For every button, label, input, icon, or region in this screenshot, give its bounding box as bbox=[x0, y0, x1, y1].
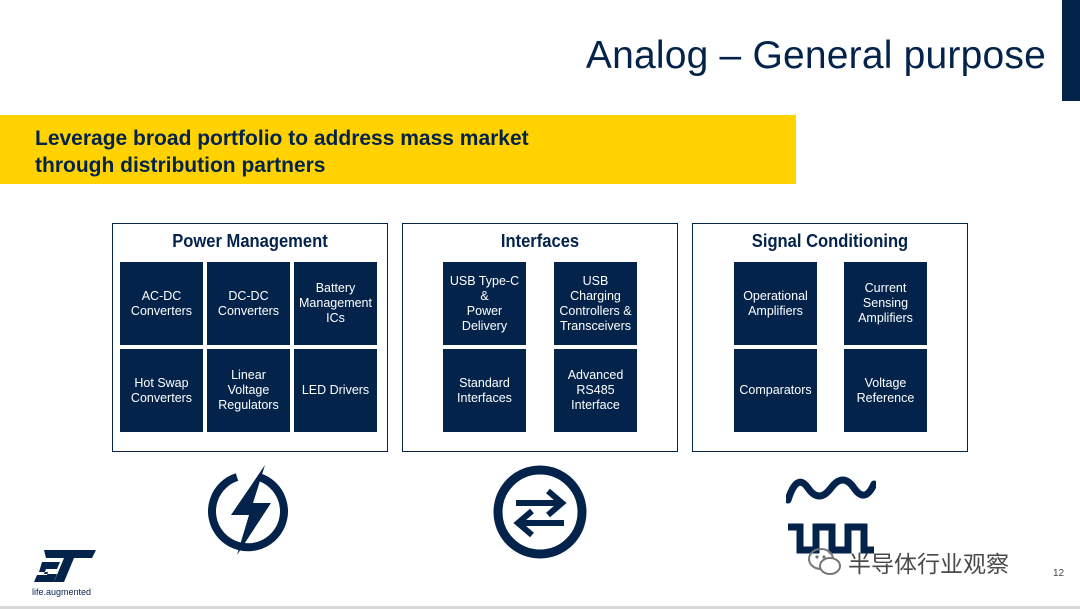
banner-line-2: through distribution partners bbox=[35, 154, 326, 177]
logo-tagline: life.augmented bbox=[32, 587, 92, 597]
analog-digital-waves-icon bbox=[786, 476, 876, 554]
tile-comparators: Comparators bbox=[734, 349, 817, 432]
highlight-banner: Leverage broad portfolio to address mass… bbox=[0, 115, 796, 184]
panel-title: Signal Conditioning bbox=[751, 231, 909, 251]
bottom-rule bbox=[0, 606, 1080, 609]
watermark-text: 半导体行业观察 bbox=[848, 552, 1009, 578]
lightning-bolt-icon bbox=[208, 465, 288, 555]
slide-title: Analog – General purpose bbox=[585, 34, 1046, 77]
panel-title: Power Management bbox=[172, 231, 328, 251]
watermark: 半导体行业观察 bbox=[808, 545, 1009, 579]
banner-line-1: Leverage broad portfolio to address mass… bbox=[35, 127, 529, 150]
st-logo-icon bbox=[34, 550, 96, 582]
page-number: 12 bbox=[1053, 568, 1065, 579]
panel-title: Interfaces bbox=[500, 231, 580, 251]
corner-accent-bar bbox=[1062, 0, 1080, 101]
tile-led-drivers: LED Drivers bbox=[294, 349, 377, 432]
exchange-arrows-icon bbox=[493, 465, 587, 559]
wechat-icon bbox=[808, 548, 841, 575]
